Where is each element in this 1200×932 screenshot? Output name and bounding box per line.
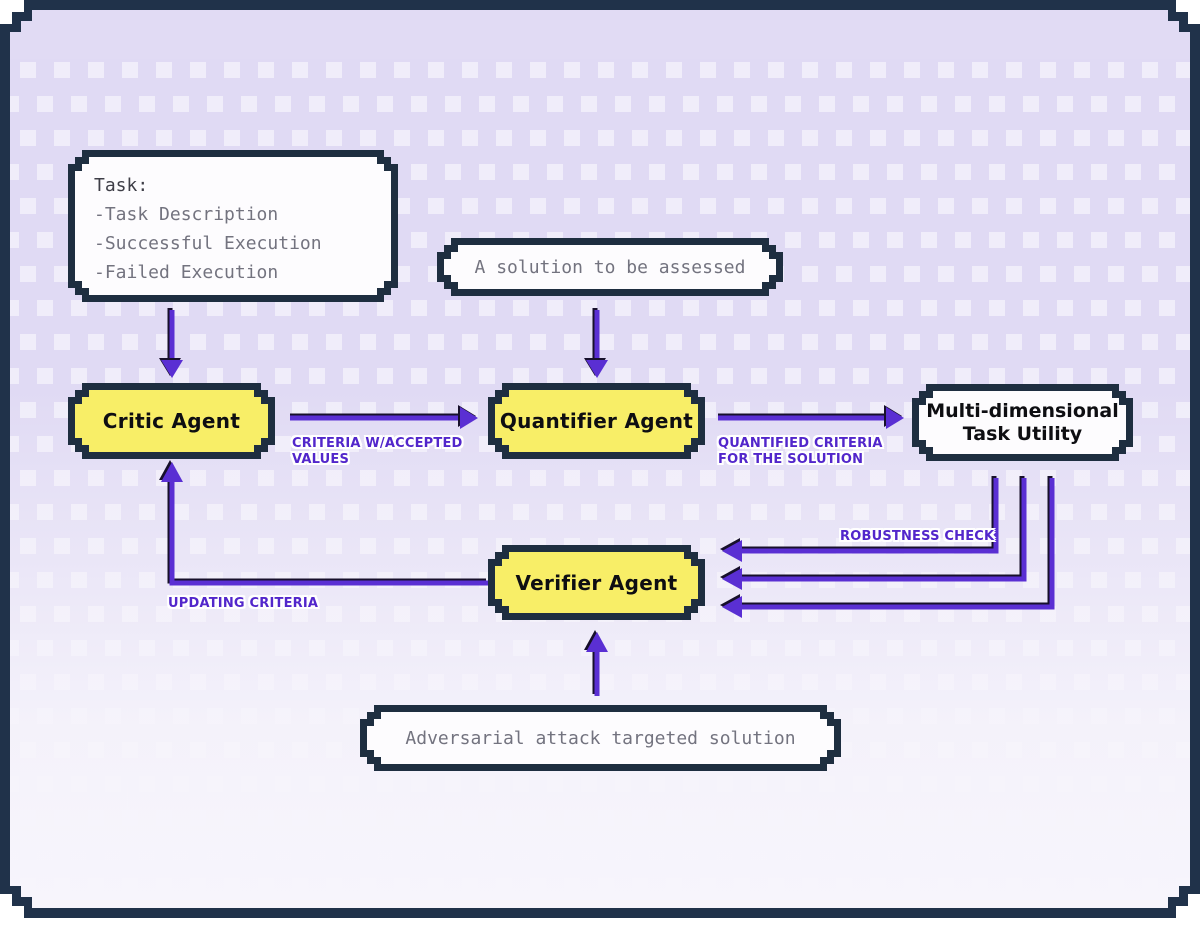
arrow-adversarial-to-verifier <box>584 630 608 696</box>
node-task-utility: Multi-dimensional Task Utility <box>912 384 1133 461</box>
edge-label-criteria: CRITERIA W/ACCEPTED VALUES <box>292 436 463 467</box>
verifier-agent-label: Verifier Agent <box>515 570 678 595</box>
arrow-utility-to-verifier-2 <box>720 476 1027 590</box>
arrow-quantifier-to-utility <box>718 405 904 429</box>
solution-label: A solution to be assessed <box>474 256 746 278</box>
arrow-utility-to-verifier-3 <box>720 476 1055 618</box>
edge-label-quantified: QUANTIFIED CRITERIA FOR THE SOLUTION <box>718 436 883 467</box>
node-critic-agent: Critic Agent <box>68 383 275 459</box>
edge-label-robustness: ROBUSTNESS CHECK <box>840 529 995 544</box>
utility-label-line1: Multi-dimensional <box>926 399 1119 422</box>
task-item: -Task Description <box>94 204 279 225</box>
arrow-utility-to-verifier-1 <box>720 476 999 562</box>
arrow-task-to-critic <box>159 308 183 378</box>
adversarial-label: Adversarial attack targeted solution <box>405 727 796 749</box>
task-title: Task: <box>94 175 149 196</box>
node-task: Task: -Task Description -Successful Exec… <box>68 150 398 302</box>
task-item: -Failed Execution <box>94 262 279 283</box>
node-adversarial: Adversarial attack targeted solution <box>360 705 841 771</box>
task-item: -Successful Execution <box>94 233 322 254</box>
edge-label-updating: UPDATING CRITERIA <box>168 596 319 611</box>
arrow-solution-to-quantifier <box>584 308 608 378</box>
arrow-verifier-to-critic <box>159 460 488 586</box>
utility-label-line2: Task Utility <box>962 422 1083 445</box>
node-solution: A solution to be assessed <box>437 238 783 296</box>
quantifier-agent-label: Quantifier Agent <box>499 409 694 433</box>
node-verifier-agent: Verifier Agent <box>488 545 705 620</box>
node-quantifier-agent: Quantifier Agent <box>488 383 705 459</box>
arrow-critic-to-quantifier <box>290 405 478 429</box>
critic-agent-label: Critic Agent <box>102 409 241 433</box>
